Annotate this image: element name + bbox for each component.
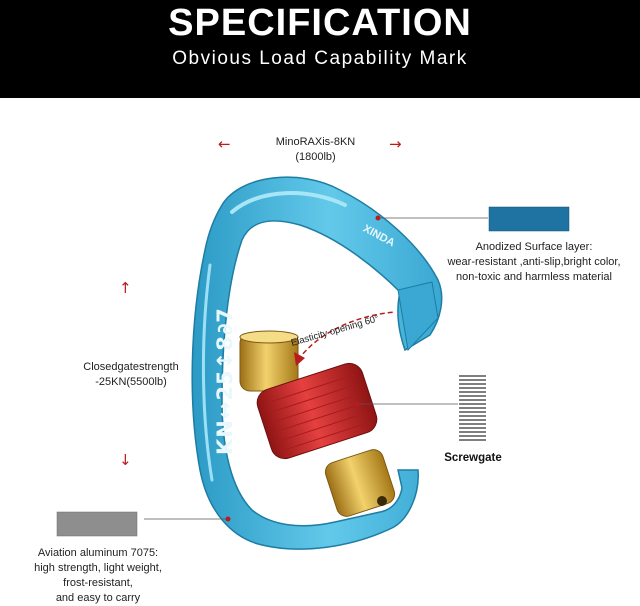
- elasticity-arc: [297, 311, 396, 361]
- closed-gate-label: Closedgatestrength: [83, 361, 179, 373]
- closed-gate-strength: Closedgatestrength -25KN(5500lb): [66, 360, 196, 390]
- minor-axis-strength: MinoRAXis-8KN (1800lb): [248, 135, 383, 165]
- surface-swatch: [488, 206, 570, 232]
- aluminum-swatch: [56, 511, 138, 537]
- surface-layer-line2: non-toxic and harmless material: [456, 271, 612, 283]
- spring-coil: [459, 375, 486, 441]
- arrow-left-icon: ←: [218, 135, 231, 153]
- arrow-down-icon: ↓: [119, 451, 132, 469]
- screwgate-label: Screwgate: [444, 452, 502, 464]
- carabiner-nose: [397, 281, 439, 352]
- closed-gate-value: -25KN(5500lb): [95, 376, 167, 388]
- elasticity-arrowhead: [294, 352, 305, 366]
- gate-bottom-cylinder: [324, 449, 396, 517]
- aluminum-line3: and easy to carry: [55, 592, 141, 604]
- aluminum-description: Aviation aluminum 7075: high strength, l…: [20, 546, 176, 606]
- aluminum-title: Aviation aluminum 7075:: [37, 547, 159, 559]
- carabiner-body: [191, 176, 443, 550]
- page-subtitle: Obvious Load Capability Mark: [172, 48, 468, 69]
- header-banner: SPECIFICATION Obvious Load Capability Ma…: [0, 0, 640, 98]
- carabiner-spine-highlight: [201, 263, 214, 482]
- aluminum-line1: high strength, light weight,: [34, 562, 162, 574]
- carabiner-highlight: [230, 191, 347, 214]
- page-title: SPECIFICATION: [168, 2, 472, 44]
- minor-axis-value: MinoRAXis-8KN: [275, 136, 356, 148]
- elasticity-label: Elasticity opening 60°: [290, 313, 381, 349]
- gate-pin: [377, 496, 387, 506]
- arrow-right-icon: →: [389, 135, 402, 153]
- aluminum-line2: frost-resistant,: [63, 577, 133, 589]
- surface-layer-description: Anodized Surface layer: wear-resistant ,…: [436, 240, 632, 285]
- arrow-up-icon: ↑: [119, 279, 132, 297]
- spine-load-mark: KN↔25↕8∂7: [213, 307, 237, 455]
- minor-axis-pounds: (1800lb): [295, 151, 336, 163]
- surface-layer-line1: wear-resistant ,anti-slip,bright color,: [447, 256, 621, 268]
- surface-layer-title: Anodized Surface layer:: [475, 241, 593, 253]
